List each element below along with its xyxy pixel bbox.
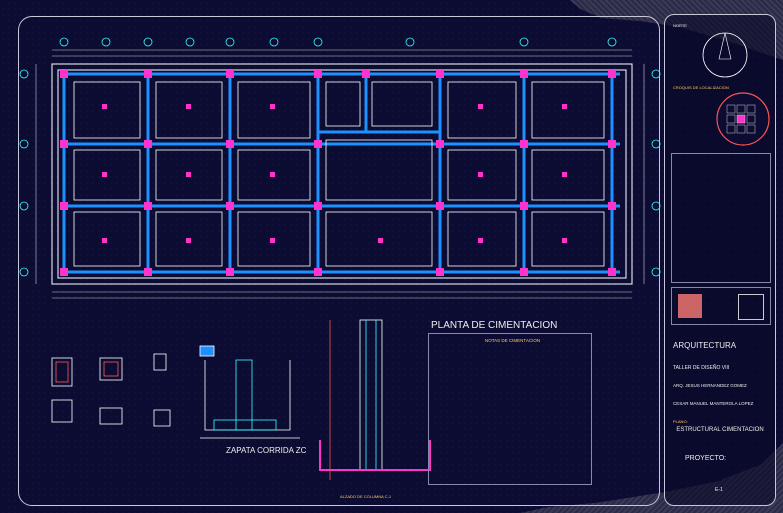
plan-name: ESTRUCTURAL CIMENTACION (676, 427, 764, 433)
drawing-frame (18, 16, 660, 506)
faculty-logo (738, 294, 764, 320)
axis-bubbles (19, 37, 661, 277)
student-label: CESAR MANUEL MANTEROLA LOPEZ (673, 401, 754, 406)
plan-label: PLANO: (673, 419, 688, 424)
location-map (716, 92, 770, 146)
north-arrow-icon (702, 32, 748, 78)
column-elevation (319, 319, 431, 480)
plan-title: PLANTA DE CIMENTACION (431, 320, 558, 331)
subject-label: ARQUITECTURA (673, 341, 737, 350)
plan-outline (51, 63, 633, 285)
sheet-number: E-1 (715, 487, 723, 493)
university-logo (678, 294, 702, 318)
project-label: PROYECTO: (685, 455, 727, 462)
location-label: CROQUIS DE LOCALIZACION (673, 85, 729, 90)
dimension-lines (35, 49, 645, 299)
teacher-label: ARQ. JESUS HERNANDEZ GOMEZ (673, 383, 747, 388)
north-label: NORTE (673, 23, 687, 28)
footing-edges (73, 81, 605, 267)
notes-box: NOTAS DE CIMENTACION (428, 333, 592, 485)
general-notes-box (671, 153, 771, 283)
grid-beams (62, 72, 620, 274)
column-detail-title: ALZADO DE COLUMNA C-1 (340, 494, 392, 499)
logo-box (671, 287, 771, 325)
course-label: TALLER DE DISEÑO VIII (673, 365, 730, 371)
columns (60, 70, 616, 276)
section-title: ZAPATA CORRIDA ZC (226, 446, 307, 455)
column-details (51, 353, 171, 427)
strip-footing-section (199, 345, 300, 439)
title-block: NORTE CROQUIS DE LOCALIZACION ARQUITECTU… (664, 14, 776, 506)
notes-title: NOTAS DE CIMENTACION (485, 338, 541, 343)
